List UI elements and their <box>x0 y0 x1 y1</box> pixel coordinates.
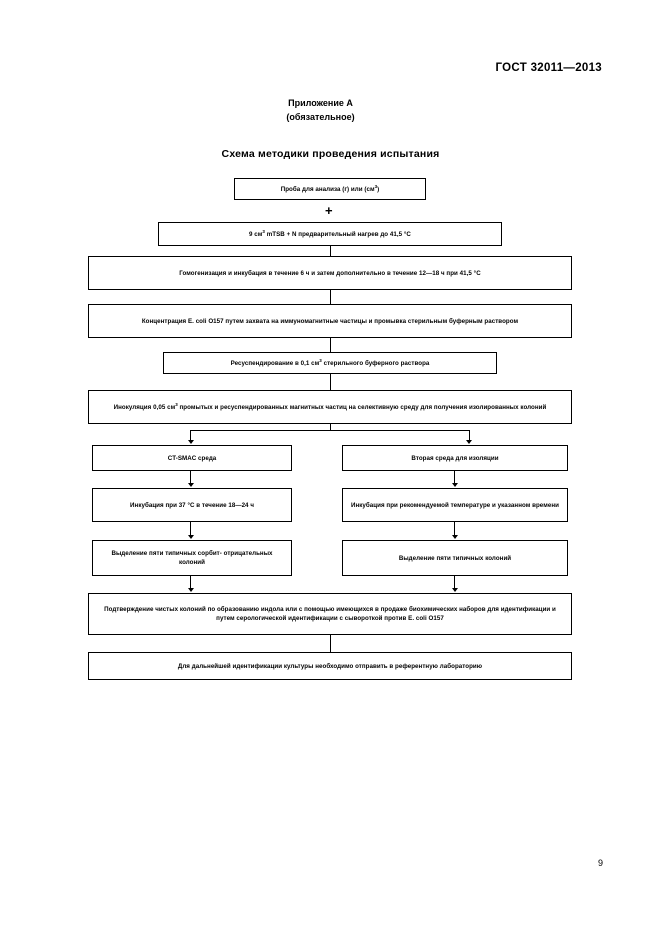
flow-node-resuspension-text: стерильного буферного раствора <box>321 359 430 367</box>
flow-node-reference-lab-text: Для дальнейшей идентификации культуры не… <box>177 662 483 670</box>
flow-node-confirmation: Подтверждение чистых колоний по образова… <box>88 593 572 635</box>
connector-right-isolation-to-confirmation <box>454 576 456 589</box>
flow-node-mtsb: 9 см3 mTSB + N предварительный нагрев до… <box>158 222 502 246</box>
connector-confirmation-to-reference-lab <box>329 635 331 652</box>
flow-node-inoculation: Инокуляция 0,05 см3 промытых и ресуспенд… <box>88 390 572 424</box>
flow-node-resuspension-volume: Ресуспендирование в 0,1 см <box>230 359 320 367</box>
flow-node-concentration-line1: Концентрация E. coli O157 путем захвата … <box>141 317 448 325</box>
flow-node-inoculation-line2: среду для получения изолированных колони… <box>400 403 547 411</box>
connector-right-incubation-to-isolation <box>454 522 456 536</box>
arrowhead-right-branch <box>466 440 473 444</box>
flow-node-medium-ct-smac-text: CT-SMAC среда <box>167 454 217 462</box>
flow-node-incubation-left-line2: 18—24 ч <box>228 501 254 509</box>
arrowhead-left-branch <box>187 440 194 444</box>
connector-resuspension-to-inoculation <box>329 374 331 390</box>
flow-node-sample-superscript: 3 <box>374 183 378 189</box>
flow-node-incubation-right-line1: Инкубация при рекомендуемой <box>351 501 449 509</box>
flow-node-mtsb-volume: 9 см <box>249 230 263 238</box>
test-method-flowchart: Проба для анализа (г) или (см3) + 9 см3 … <box>0 178 661 698</box>
flow-node-inoculation-volume: Инокуляция 0,05 см <box>113 403 176 411</box>
flow-node-isolation-left-line2: отрицательных колоний <box>179 550 273 566</box>
connector-branch-left-drop <box>190 429 192 441</box>
flow-node-isolation-right-text: Выделение пяти типичных колоний <box>398 554 512 562</box>
arrowhead-right-confirmation <box>451 588 458 592</box>
flow-node-inoculation-superscript: 3 <box>175 401 178 407</box>
flow-node-isolation-right: Выделение пяти типичных колоний <box>342 540 568 576</box>
flow-node-resuspension-superscript: 3 <box>319 357 322 363</box>
connector-homogenization-to-concentration <box>329 290 331 304</box>
plus-connector: + <box>325 203 333 218</box>
flow-node-inoculation-text: промытых и ресуспендированных магнитных … <box>177 403 399 411</box>
flow-node-homogenization: Гомогенизация и инкубация в течение 6 ч … <box>88 256 572 290</box>
flow-node-incubation-left: Инкубация при 37 °C в течение 18—24 ч <box>92 488 292 522</box>
flow-node-confirmation-line2: биохимических наборов для идентификации … <box>216 606 556 622</box>
flow-node-confirmation-line3: с сывороткой против E. coli O157 <box>339 615 444 622</box>
arrowhead-right-isolation <box>451 535 458 539</box>
scheme-title: Схема методики проведения испытания <box>221 148 440 160</box>
flow-node-medium-ct-smac: CT-SMAC среда <box>92 445 292 471</box>
connector-concentration-to-resuspension <box>329 338 331 352</box>
connector-branch-bus <box>190 429 470 431</box>
flow-node-incubation-right: Инкубация при рекомендуемой температуре … <box>342 488 568 522</box>
flow-node-medium-second-text: Вторая среда для изоляции <box>411 454 499 462</box>
arrowhead-right-incubation <box>451 483 458 487</box>
connector-left-incubation-to-isolation <box>190 522 192 536</box>
flow-node-isolation-left-line1: Выделение пяти типичных сорбит- <box>111 550 222 557</box>
flow-node-reference-lab: Для дальнейшей идентификации культуры не… <box>88 652 572 680</box>
flow-node-incubation-left-line1: Инкубация при 37 °C в течение <box>130 501 227 509</box>
flow-node-concentration-line2: буферным раствором <box>449 317 519 325</box>
flow-node-sample-text: Проба для анализа (г) или (см <box>280 185 375 193</box>
flow-node-incubation-right-line2: температуре и указанном времени <box>450 501 559 509</box>
flow-node-concentration: Концентрация E. coli O157 путем захвата … <box>88 304 572 338</box>
flow-node-resuspension: Ресуспендирование в 0,1 см3 стерильного … <box>163 352 497 374</box>
connector-branch-right-drop <box>468 429 470 441</box>
flow-node-mtsb-superscript: 3 <box>262 228 265 234</box>
flow-node-mtsb-text: mTSB + N предварительный нагрев до 41,5 … <box>264 230 411 238</box>
flow-node-sample-tail: ) <box>377 185 380 193</box>
page-number: 9 <box>597 858 603 868</box>
flow-node-homogenization-line1: Гомогенизация и инкубация в течение 6 ч … <box>179 269 445 277</box>
connector-mtsb-to-homogenization <box>329 246 331 256</box>
flow-node-isolation-left: Выделение пяти типичных сорбит- отрицате… <box>92 540 292 576</box>
connector-left-medium-to-incubation <box>190 471 192 484</box>
flow-node-medium-second: Вторая среда для изоляции <box>342 445 568 471</box>
annex-title: Приложение А <box>288 98 353 108</box>
arrowhead-left-confirmation <box>187 588 194 592</box>
annex-subtitle: (обязательное) <box>286 112 355 122</box>
connector-inoculation-stem <box>329 424 331 431</box>
connector-right-medium-to-incubation <box>454 471 456 484</box>
connector-left-isolation-to-confirmation <box>190 576 192 589</box>
standard-number-header: ГОСТ 32011—2013 <box>495 62 602 74</box>
annex-caption: Приложение А (обязательное) <box>0 96 651 124</box>
flow-node-sample: Проба для анализа (г) или (см3) <box>234 178 426 200</box>
arrowhead-left-isolation <box>187 535 194 539</box>
arrowhead-left-incubation <box>187 483 194 487</box>
flow-node-confirmation-line1: Подтверждение чистых колоний по образова… <box>104 606 408 613</box>
flow-node-homogenization-line2: при 41,5 °C <box>446 269 481 277</box>
